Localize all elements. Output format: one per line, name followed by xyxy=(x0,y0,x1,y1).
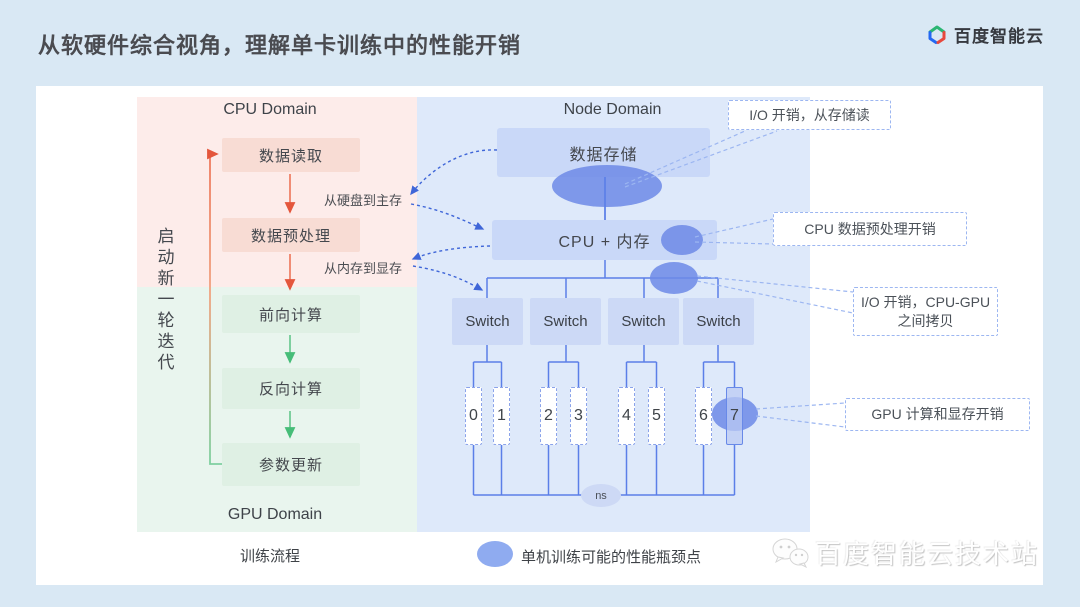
gpu-slot-2: 2 xyxy=(540,387,557,445)
new-iteration-loop-label: 启 动 新 一 轮 迭 代 xyxy=(157,227,175,372)
callout-cpu-preprocess-overhead: CPU 数据预处理开销 xyxy=(773,212,967,246)
gpu-slot-1: 1 xyxy=(493,387,510,445)
gpu-domain-header: GPU Domain xyxy=(227,506,323,523)
brand-logo: 百度智能云 xyxy=(926,22,1044,47)
callout-io-storage-read: I/O 开销，从存储读 xyxy=(728,100,891,130)
switch-box-3: Switch xyxy=(608,298,679,345)
legend-bottleneck-text: 单机训练可能的性能瓶颈点 xyxy=(521,549,702,566)
cpu-domain-header: CPU Domain xyxy=(223,101,317,118)
ns-link-ellipse: ns xyxy=(581,484,621,507)
flow-step-forward: 前向计算 xyxy=(222,295,360,333)
callout-gpu-compute-vram-overhead: GPU 计算和显存开销 xyxy=(845,398,1030,431)
node-domain-header: Node Domain xyxy=(563,101,662,118)
switch-box-1: Switch xyxy=(452,298,523,345)
switch-box-4: Switch xyxy=(683,298,754,345)
gpu-slot-5: 5 xyxy=(648,387,665,445)
flow-step-data-read: 数据读取 xyxy=(222,138,360,172)
page-title: 从软硬件综合视角，理解单卡训练中的性能开销 xyxy=(38,33,522,58)
flow-step-data-preprocess: 数据预处理 xyxy=(222,218,360,252)
flow-step-param-update: 参数更新 xyxy=(222,443,360,486)
gpu-slot-7: 7 xyxy=(726,387,743,445)
legend-training-flow: 训练流程 xyxy=(239,548,300,565)
watermark-text: 百度智能云技术站 xyxy=(815,539,1040,569)
cpu-domain-panel xyxy=(137,97,417,287)
brand-logo-text: 百度智能云 xyxy=(954,27,1044,46)
watermark: 百度智能云技术站 xyxy=(770,534,1039,571)
switch-box-2: Switch xyxy=(530,298,601,345)
gpu-slot-0: 0 xyxy=(465,387,482,445)
baidu-cloud-hexagon-icon xyxy=(928,25,946,44)
node-cpu-mem-box: CPU + 内存 xyxy=(492,220,717,260)
gpu-slot-6: 6 xyxy=(695,387,712,445)
transfer-label-mem-to-vram: 从内存到显存 xyxy=(323,261,402,276)
node-storage-box: 数据存储 xyxy=(497,128,710,177)
wechat-icon xyxy=(772,538,809,568)
bottleneck-legend-icon xyxy=(477,541,513,567)
flow-step-backward: 反向计算 xyxy=(222,368,360,409)
transfer-label-disk-to-mem: 从硬盘到主存 xyxy=(323,193,402,208)
gpu-slot-4: 4 xyxy=(618,387,635,445)
gpu-slot-3: 3 xyxy=(570,387,587,445)
callout-io-cpu-gpu-copy: I/O 开销，CPU-GPU 之间拷贝 xyxy=(853,287,998,336)
